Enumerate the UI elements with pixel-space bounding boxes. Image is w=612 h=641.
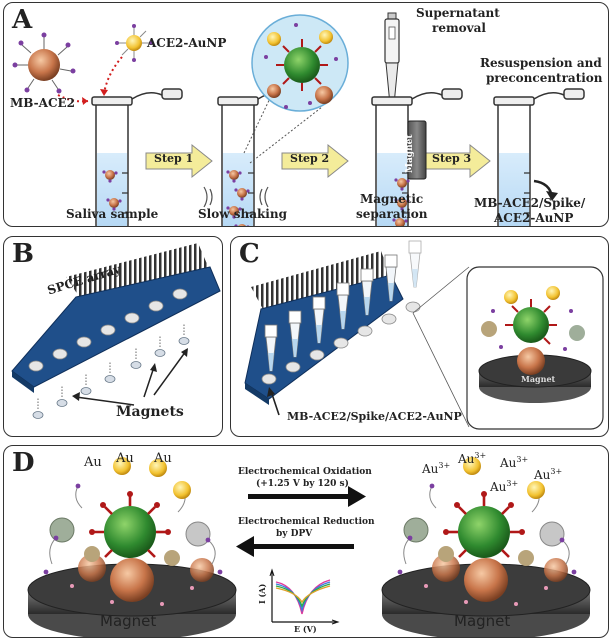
- panel-b-label: B: [12, 239, 34, 269]
- mb-ace2-label: MB-ACE2: [10, 96, 75, 110]
- magnetic-separation-label-2: separation: [356, 207, 428, 221]
- magnet-label-d-left: Magnet: [100, 612, 157, 630]
- au3-label-4: Au3+: [534, 467, 563, 482]
- au3-label-5: Au3+: [490, 479, 519, 494]
- zoom-bubble-complex: [243, 14, 349, 164]
- panel-a-label: A: [12, 5, 33, 35]
- oxidation-label-2: (+1.25 V by 120 s): [256, 479, 349, 489]
- dpv-xlabel: E (V): [294, 624, 317, 634]
- resuspension-label-1: Resuspension and: [480, 56, 602, 70]
- panel-b-graphics: [11, 243, 221, 419]
- step-3-label: Step 3: [432, 152, 472, 165]
- au-label-1: Au: [84, 455, 102, 470]
- complex-label-c: MB-ACE2/Spike/ACE2-AuNP: [287, 410, 462, 423]
- au-label-2: Au: [116, 451, 134, 466]
- magnets-label: Magnets: [116, 404, 184, 420]
- panel-c-graphics: [244, 240, 604, 430]
- dpv-ylabel: I (A): [257, 583, 267, 604]
- oxidation-arrow: [248, 486, 366, 507]
- au3-label-2: Au3+: [458, 451, 487, 466]
- panel-c: C MB-ACE2/Spike/ACE2-AuNP Magnet: [230, 236, 609, 437]
- dpv-voltammogram: [269, 568, 340, 625]
- magnet-block-a: [407, 120, 427, 180]
- inset-magnet-electrode: [466, 266, 604, 430]
- shaking-lines-icon: [203, 186, 269, 208]
- panel-b: B SPCE array Magnets: [3, 236, 223, 437]
- complex-label-a-1: MB-ACE2/Spike/: [474, 196, 586, 210]
- reduction-label-2: by DPV: [276, 529, 313, 539]
- complex-label-a-2: ACE2-AuNP: [494, 211, 574, 225]
- au3-label-1: Au3+: [422, 461, 451, 476]
- reduction-label-1: Electrochemical Reduction: [238, 517, 375, 527]
- right-electrode-scene: [380, 457, 592, 637]
- panel-a-graphics: [12, 12, 585, 226]
- reduction-arrow: [236, 536, 354, 557]
- magnet-label-a: Magnet: [405, 134, 415, 173]
- supernatant-label-2: removal: [432, 21, 486, 35]
- magnet-label-d-right: Magnet: [454, 612, 511, 630]
- slow-shaking-label: Slow shaking: [198, 207, 287, 221]
- panel-a: A MB-ACE2 ACE2-AuNP Supernatant removal …: [3, 2, 609, 227]
- magnetic-separation-label-1: Magnetic: [360, 192, 424, 206]
- step-1-label: Step 1: [154, 152, 194, 165]
- magnet-label-c: Magnet: [521, 374, 556, 384]
- panel-d-label: D: [12, 448, 35, 478]
- ace2-aunp-label: ACE2-AuNP: [147, 36, 227, 50]
- au-label-3: Au: [154, 451, 172, 466]
- left-electrode-scene: [26, 457, 238, 637]
- panel-d-graphics: [26, 457, 592, 637]
- step-2-label: Step 2: [290, 152, 330, 165]
- ace2-aunp-icon: [115, 24, 153, 62]
- panel-d: D Au Au Au Au3+ Au3+ Au3+ Au3+ Au3+ Elec…: [3, 445, 609, 638]
- saliva-sample-label: Saliva sample: [66, 207, 159, 221]
- au3-label-3: Au3+: [500, 455, 529, 470]
- magnets-icon-row: [32, 323, 190, 419]
- mb-ace2-bead-icon: [12, 32, 76, 94]
- oxidation-label-1: Electrochemical Oxidation: [238, 467, 372, 477]
- supernatant-label-1: Supernatant: [416, 6, 500, 20]
- panel-c-label: C: [239, 239, 260, 269]
- resuspension-label-2: preconcentration: [486, 71, 603, 85]
